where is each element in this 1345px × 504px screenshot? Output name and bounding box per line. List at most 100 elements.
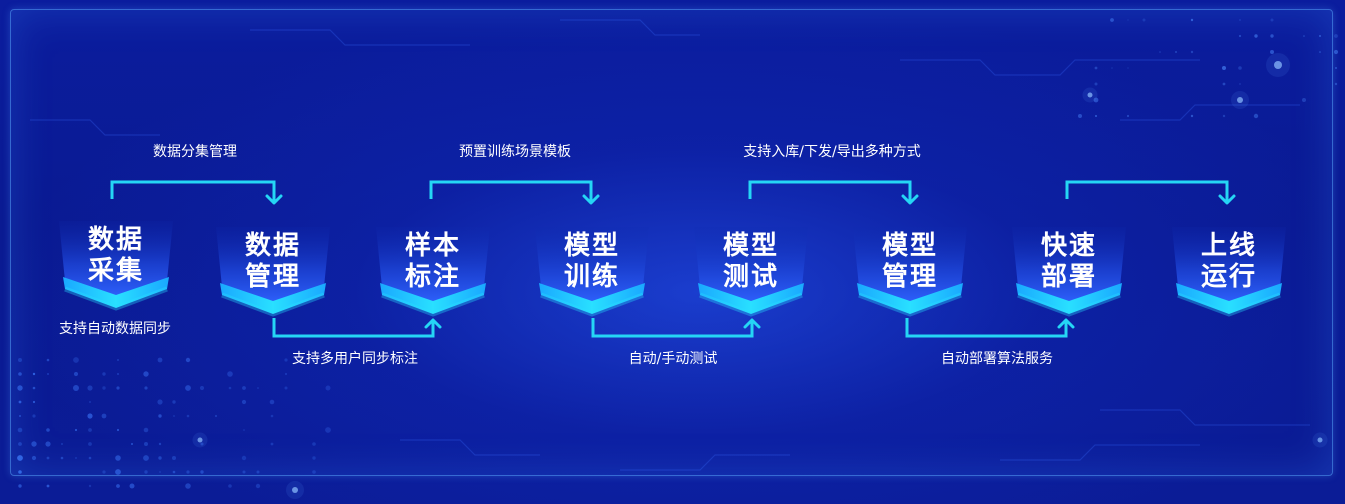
bg-dot: [158, 456, 162, 460]
step-label-line1: 模型: [563, 231, 620, 261]
bg-dot: [172, 400, 176, 404]
bg-dot: [185, 357, 191, 363]
step-label-line2: 运行: [1200, 262, 1257, 292]
step-label-line2: 部署: [1040, 262, 1097, 292]
bg-dot: [256, 470, 260, 474]
arrow-head-up: [424, 318, 442, 329]
bg-dot: [1319, 35, 1321, 37]
bg-dot: [1238, 34, 1242, 38]
bg-dot: [186, 414, 190, 418]
arrow-head-down: [901, 194, 919, 205]
annotation-top-2: 预置训练场景模板: [459, 144, 571, 160]
annotation-top-3: 支持入库/下发/导出多种方式: [743, 144, 921, 160]
bg-dot: [47, 373, 49, 375]
bg-dot: [1127, 67, 1129, 69]
circuit-trace: [1120, 104, 1300, 121]
step-label: 模型 管理: [849, 231, 971, 293]
bg-dot: [1142, 18, 1146, 22]
bg-glow-core: [1274, 61, 1282, 69]
bg-dot: [18, 372, 22, 376]
arrow-head-down: [1218, 194, 1236, 205]
bg-dot: [269, 399, 275, 405]
bg-dot: [75, 457, 77, 459]
bg-dot: [1095, 115, 1097, 117]
bg-dot: [1239, 83, 1241, 85]
bg-dot: [157, 399, 163, 405]
bg-dot: [88, 442, 92, 446]
bg-dot: [45, 441, 51, 447]
bg-dot: [31, 441, 37, 447]
bg-dot: [18, 442, 22, 446]
bg-dot: [88, 456, 92, 460]
step-model-training: 模型 训练: [531, 221, 653, 325]
shield-glow: [64, 286, 168, 311]
bg-dot: [1335, 67, 1337, 69]
bg-dot: [73, 385, 79, 391]
step-label: 模型 测试: [690, 231, 812, 293]
bg-dot: [326, 358, 330, 362]
bg-dot: [17, 455, 23, 461]
bg-dot: [117, 359, 119, 361]
arrow-head-down: [582, 194, 600, 205]
bg-dot: [19, 415, 21, 417]
bg-dot: [61, 443, 63, 445]
shield-edge: [220, 283, 326, 314]
circuit-trace: [560, 19, 700, 36]
step-fast-deployment: 快速 部署: [1008, 221, 1130, 325]
step-label-line1: 数据: [87, 225, 144, 255]
step-label-line1: 数据: [244, 231, 301, 261]
bg-dot: [115, 455, 121, 461]
bg-dot: [73, 371, 79, 377]
bg-dot: [185, 483, 191, 489]
step-label-line1: 模型: [722, 231, 779, 261]
annotation-bottom-4: 自动部署算法服务: [941, 351, 1053, 367]
bg-dot: [1303, 35, 1305, 37]
bg-dot: [284, 372, 288, 376]
bg-dot: [1334, 82, 1338, 86]
step-label: 样本 标注: [372, 231, 494, 293]
bg-dot: [1111, 67, 1113, 69]
bg-dot: [18, 358, 22, 362]
bg-dot: [18, 484, 22, 488]
bg-dot: [241, 399, 247, 405]
bg-dot: [1239, 19, 1241, 21]
shield-glow: [540, 292, 644, 317]
bg-dot: [46, 484, 50, 488]
bg-dot: [46, 456, 50, 460]
bg-dot: [1270, 18, 1274, 22]
step-label-line2: 测试: [722, 262, 779, 292]
circuit-trace: [620, 454, 790, 471]
bg-dot: [18, 470, 22, 474]
bg-dot: [1319, 51, 1321, 53]
bg-dot: [185, 385, 191, 391]
connector-bottom-1: [272, 318, 435, 338]
bg-glow-core: [292, 487, 298, 493]
bg-dot: [1190, 50, 1194, 54]
bg-dot: [1126, 114, 1130, 118]
step-label: 数据 采集: [55, 225, 177, 287]
bg-dot: [87, 413, 93, 419]
shield-glow: [858, 292, 962, 317]
bg-dot: [102, 386, 106, 390]
bg-dot: [228, 484, 232, 488]
bg-glow-core: [1087, 92, 1093, 98]
bg-dot: [87, 385, 93, 391]
bg-dot: [116, 386, 120, 390]
shield-glow: [1177, 292, 1281, 317]
bg-dot: [241, 455, 247, 461]
bg-dot: [102, 372, 106, 376]
step-label-line2: 训练: [563, 262, 620, 292]
shield-edge: [1176, 283, 1282, 314]
bg-dot: [158, 414, 162, 418]
bg-dot: [242, 386, 246, 390]
bg-dot: [117, 373, 119, 375]
bg-dot: [18, 400, 22, 404]
bg-dot: [1334, 34, 1338, 38]
circuit-trace: [1100, 409, 1310, 426]
circuit-trace: [400, 439, 540, 456]
step-model-testing: 模型 测试: [690, 221, 812, 325]
bg-dot: [173, 415, 175, 417]
step-label: 快速 部署: [1008, 231, 1130, 293]
